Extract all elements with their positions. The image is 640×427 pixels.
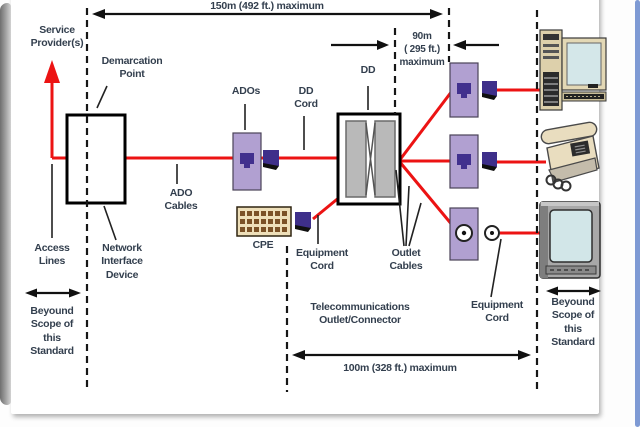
- label-equipment-cord-right: Equipment Cord: [471, 299, 523, 325]
- label-beyond-scope-right: Beyound Scope of this Standard: [551, 296, 595, 349]
- rj45-jack-icon: [240, 153, 254, 168]
- red-up-arrow-icon: [44, 60, 60, 83]
- dd-left-bar: [345, 120, 367, 198]
- network-interface-device-box: [65, 113, 127, 205]
- rj45-plug-icon: [482, 81, 497, 100]
- telephone-icon: [540, 121, 600, 192]
- phone-handset: [540, 121, 598, 145]
- cpe-vent-stripes: [240, 211, 288, 232]
- diagram-page: [11, 0, 599, 414]
- label-distance-90m: 90m ( 295 ft.) maximum: [399, 31, 445, 68]
- label-equipment-cord-left: Equipment Cord: [296, 247, 348, 273]
- arrow-90m-right: [453, 40, 499, 50]
- outlet-cable-1: [397, 90, 454, 162]
- dd-cross-connect: [365, 122, 376, 196]
- label-distance-100m: 100m (328 ft.) maximum: [343, 362, 457, 374]
- desktop-computer-icon: [539, 29, 607, 111]
- label-access-lines: Access Lines: [34, 242, 70, 268]
- label-beyond-scope-left: Beyound Scope of this Standard: [30, 305, 74, 358]
- arrow-beyond-scope-right: [546, 286, 601, 296]
- label-network-interface-device: Network Interface Device: [101, 242, 143, 281]
- tv-screen: [549, 209, 593, 263]
- telecom-outlet-1: [449, 62, 479, 118]
- label-ados: ADOs: [231, 85, 261, 97]
- label-outlet-cables: Outlet Cables: [389, 247, 423, 273]
- label-telecom-outlet: Telecommunications Outlet/Connector: [310, 301, 410, 327]
- coax-plug-icon: [484, 225, 500, 241]
- rj45-plug-icon: [263, 150, 279, 170]
- label-distance-150m: 150m (492 ft.) maximum: [210, 0, 324, 12]
- panel-border: [635, 0, 640, 427]
- demarcation-pointer: [96, 85, 108, 109]
- telecom-outlet-2: [449, 134, 479, 189]
- outlet-cables-pointers: [395, 169, 422, 247]
- nid-pointer: [103, 205, 117, 241]
- boundary-dashed-lines: [85, 8, 539, 392]
- outlets: [232, 62, 479, 261]
- window-edge: [0, 3, 11, 405]
- rj45-jack-icon: [457, 154, 471, 169]
- phone-base: [548, 157, 598, 183]
- plugs: [263, 81, 500, 241]
- dd-right-bar: [374, 120, 396, 198]
- cpe-device: [236, 206, 292, 237]
- label-pointer-lines: [51, 85, 502, 298]
- rj45-plug-icon: [295, 212, 311, 232]
- arrow-access-lines: [25, 288, 81, 298]
- arrow-150m: [92, 9, 443, 19]
- outlet-cable-3: [397, 160, 455, 227]
- label-service-providers: Service Provider(s): [30, 24, 84, 50]
- ado-outlet: [232, 132, 262, 191]
- label-demarcation-point: Demarcation Point: [101, 55, 163, 81]
- label-cpe: CPE: [252, 239, 274, 251]
- measurement-arrows: [25, 9, 601, 360]
- label-dd-cord: DD Cord: [294, 85, 318, 111]
- arrow-100m: [292, 350, 531, 360]
- equipment-cord-right-pointer: [490, 238, 502, 298]
- rj45-jack-icon: [457, 83, 471, 98]
- television-icon: [539, 201, 601, 279]
- distribution-device-box: [336, 112, 402, 206]
- telecom-outlet-coax: [449, 207, 479, 261]
- label-dd: DD: [360, 64, 376, 76]
- label-ado-cables: ADO Cables: [164, 187, 198, 213]
- rj45-plug-icon: [482, 152, 497, 171]
- computer-screen: [566, 42, 602, 86]
- arrow-90m-left: [331, 40, 389, 50]
